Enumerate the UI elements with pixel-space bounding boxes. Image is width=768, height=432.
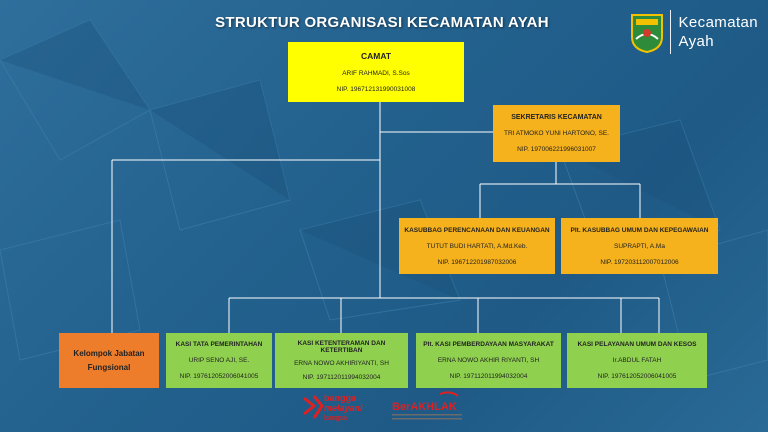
brand-line-1: Kecamatan [678,14,758,31]
camat-title: CAMAT [360,50,392,61]
kasi-box: KASI KETENTERAMAN DAN KETERTIBAN ERNA NO… [275,333,408,388]
kasubbag-box: Plt. KASUBBAG UMUM DAN KEPEGAWAIAN SUPRA… [561,218,718,274]
kasi-name: ERNA NOWO AKHIRIYANTI, SH [294,360,389,368]
sekretaris-nip: NIP. 197006221996031007 [517,146,596,154]
kebumen-emblem-icon [630,14,663,53]
kasubbag-nip: NIP. 196712201987032006 [437,258,517,266]
fungsional-title: Kelompok Jabatan Fungsional [73,348,145,372]
brand: Kecamatan Ayah [630,10,758,54]
sekretaris-name: TRI ATMOKO YUNI HARTONO, SE. [504,129,609,137]
kasi-title: Plt. KASI PEMBERDAYAAN MASYARAKAT [423,341,554,349]
kasi-box: KASI TATA PEMERINTAHAN URIP SENO AJI, SE… [166,333,272,388]
kasi-box: Plt. KASI PEMBERDAYAAN MASYARAKAT ERNA N… [416,333,561,388]
kasubbag-title: KASUBBAG PERENCANAAN DAN KEUANGAN [404,226,550,234]
kasubbag-title: Plt. KASUBBAG UMUM DAN KEPEGAWAIAN [570,226,709,234]
kasi-nip: NIP. 197612052006041005 [179,372,259,380]
kasi-title: KASI PELAYANAN UMUM DAN KESOS [577,341,697,349]
kasi-nip: NIP. 197612052006041005 [597,372,677,380]
kasubbag-nip: NIP. 197203112007012006 [600,258,679,266]
bangga-melayani-logo: bangga melayani bangsa [303,393,363,422]
camat-name: ARIF RAHMADI, S.Sos [342,69,410,77]
kasi-name: ERNA NOWO AKHIR RIYANTI, SH [437,356,540,364]
logo-melayani-text: melayani [324,403,363,413]
logo-bangga-text: bangga [324,393,357,403]
berakhlak-logo: BerAKHLAK [392,391,462,420]
kasi-name: Ir.ABDUL FATAH [612,356,662,364]
kasi-nip: NIP. 197112011994032004 [449,372,528,380]
page-title: STRUKTUR ORGANISASI KECAMATAN AYAH [215,14,549,31]
kasubbag-name: TUTUT BUDI HARTATI, A.Md.Keb. [426,242,528,250]
camat-nip: NIP. 196712131990031008 [336,86,416,94]
fungsional-box: Kelompok Jabatan Fungsional [59,333,159,388]
camat-box: CAMAT ARIF RAHMADI, S.Sos NIP. 196712131… [288,42,464,102]
kasubbag-box: KASUBBAG PERENCANAAN DAN KEUANGAN TUTUT … [399,218,555,274]
kasi-name: URIP SENO AJI, SE. [188,356,250,364]
brand-line-2: Ayah [678,33,715,50]
kasi-box: KASI PELAYANAN UMUM DAN KESOS Ir.ABDUL F… [567,333,707,388]
logo-berakhlak-text: BerAKHLAK [392,401,457,413]
brand-divider [669,10,671,54]
kasi-title: KASI KETENTERAMAN DAN KETERTIBAN [297,340,386,355]
sekretaris-box: SEKRETARIS KECAMATAN TRI ATMOKO YUNI HAR… [493,105,620,162]
footer-logos: bangga melayani bangsa BerAKHLAK [303,391,462,422]
sekretaris-title: SEKRETARIS KECAMATAN [511,113,602,121]
kasubbag-name: SUPRAPTI, A.Ma [614,242,665,250]
kasi-title: KASI TATA PEMERINTAHAN [175,341,263,349]
brand-text: Kecamatan Ayah [679,13,758,51]
logo-bangsa-text: bangsa [324,415,347,422]
kasi-nip: NIP. 197112011994032004 [302,373,381,381]
